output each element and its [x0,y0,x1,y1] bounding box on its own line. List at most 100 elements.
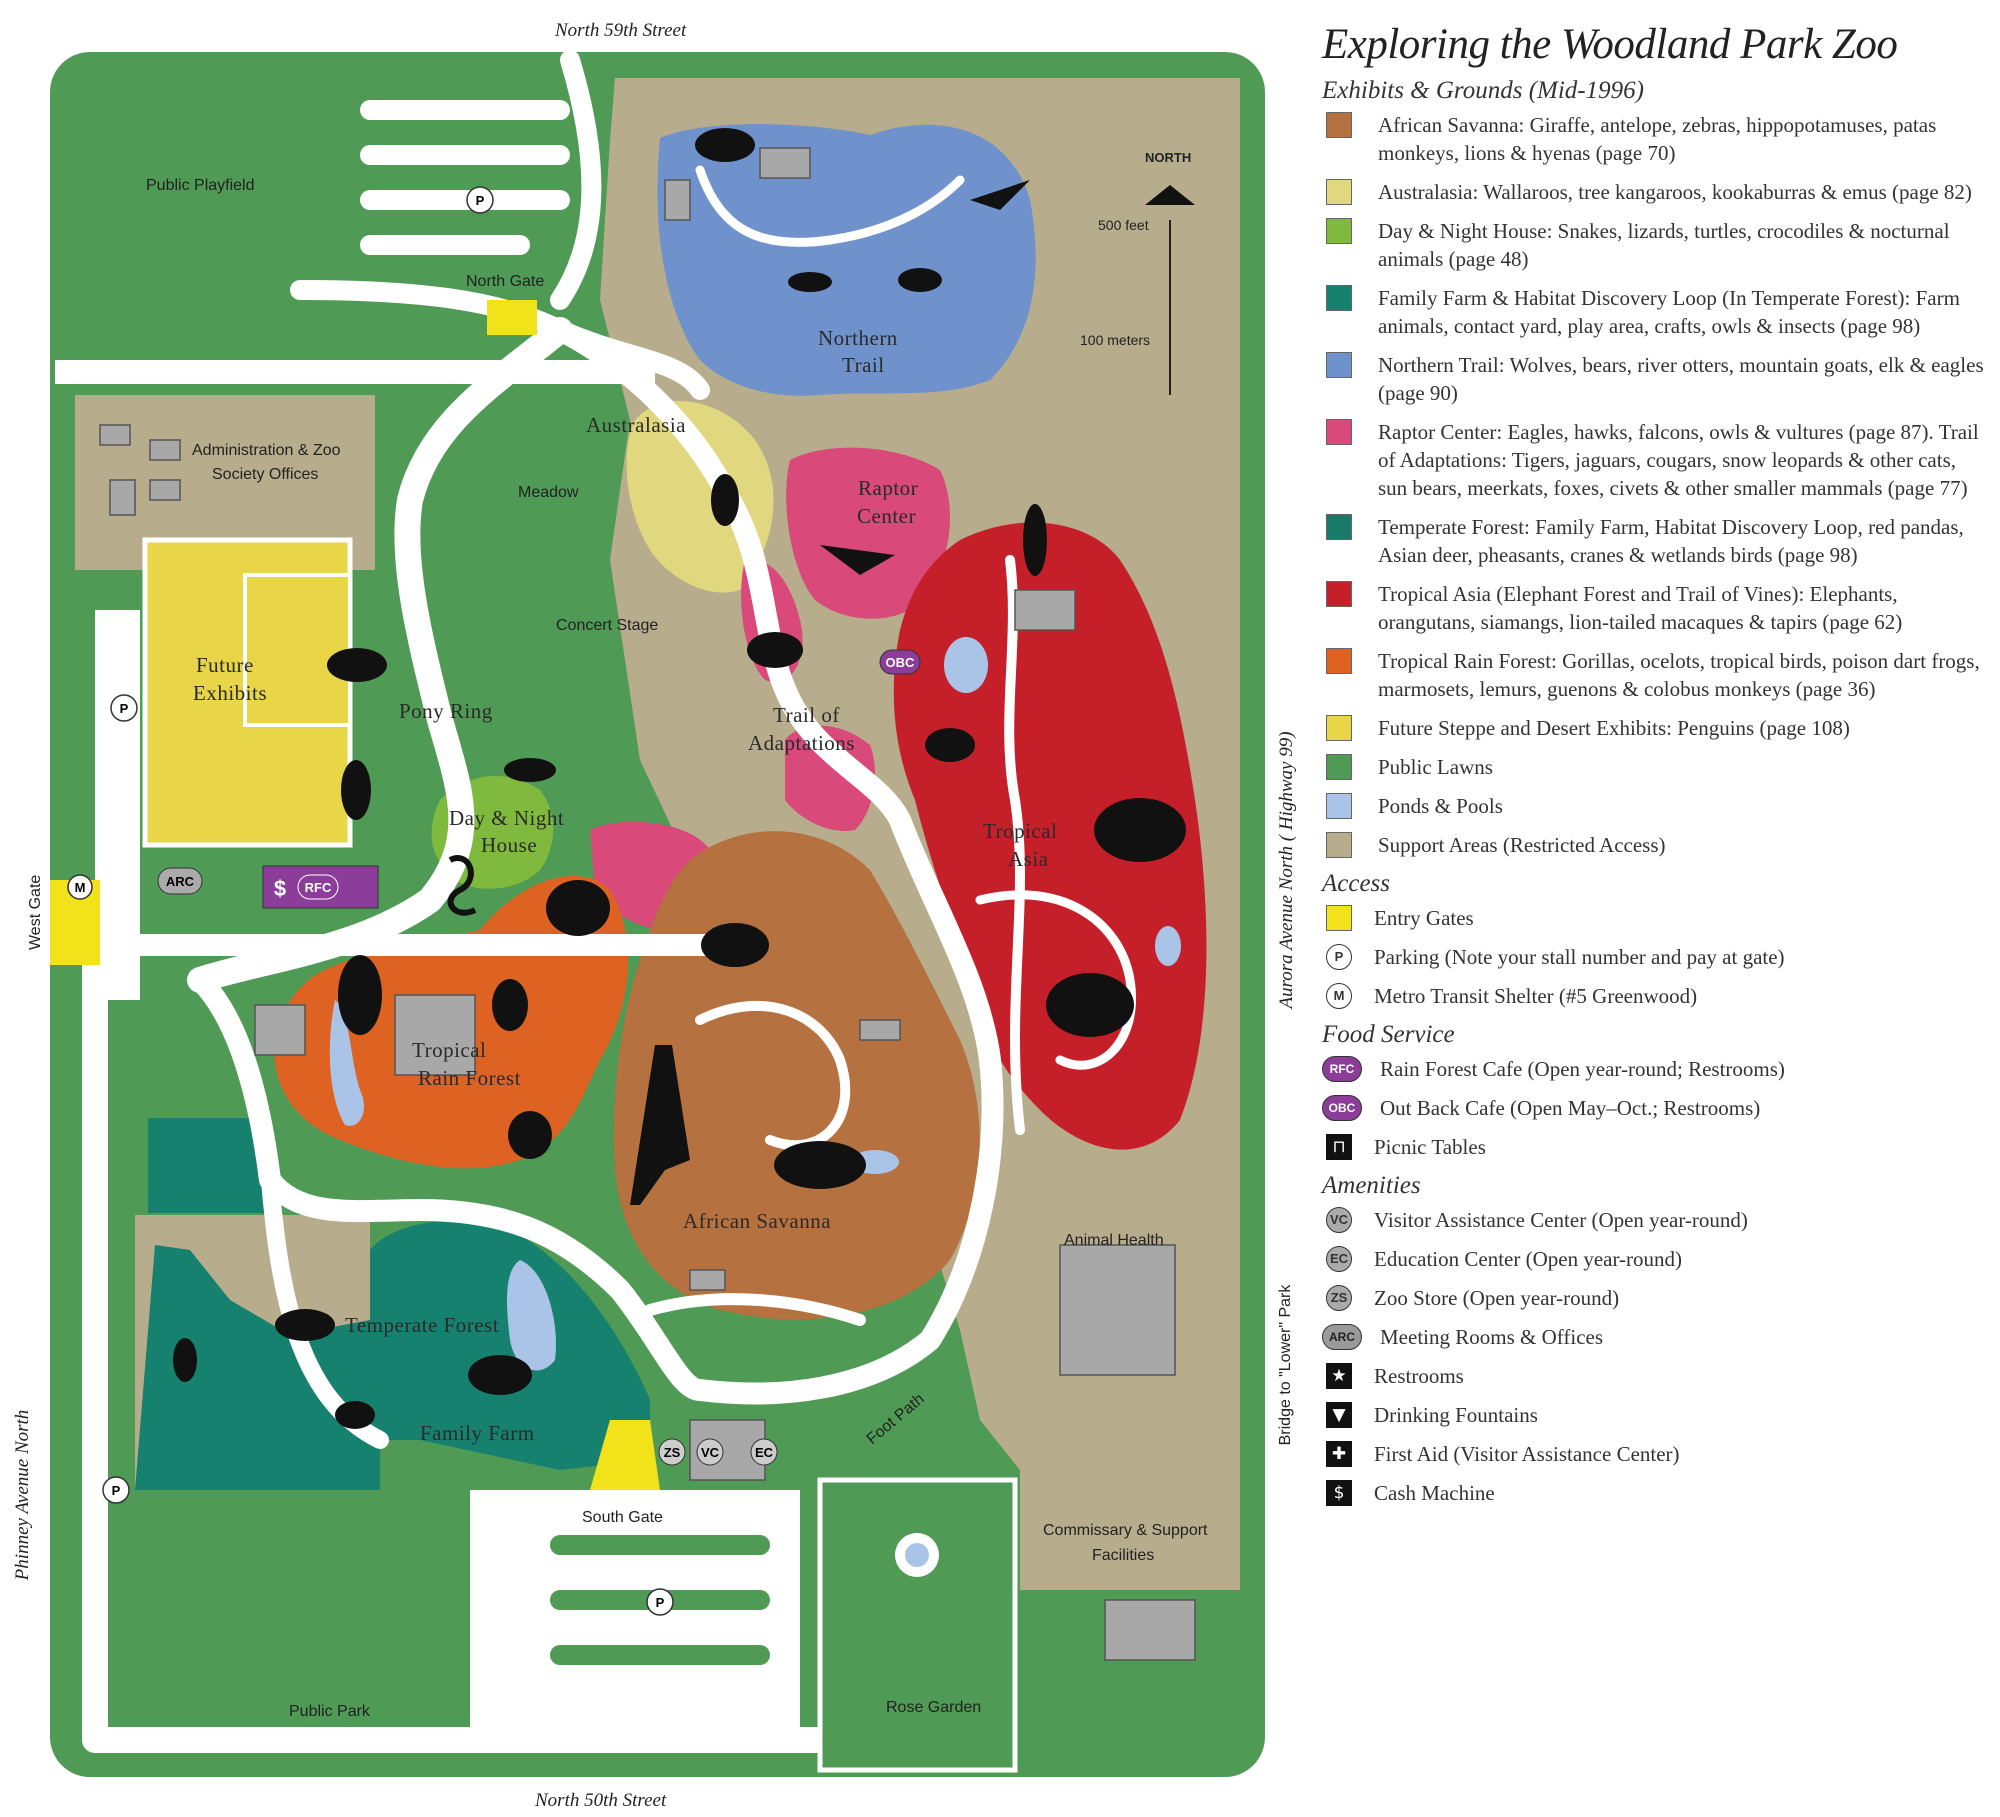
concert-stage-label: Concert Stage [556,617,658,634]
legend-swatch [1326,218,1352,244]
legend-item: Public Lawns [1322,753,1988,781]
legend-item: ▼Drinking Fountains [1322,1401,1988,1429]
rose-garden [817,1477,1018,1773]
legend-text: Temperate Forest: Family Farm, Habitat D… [1378,515,1964,567]
temperate-forest-label: Temperate Forest [345,1313,499,1337]
legend-item: Family Farm & Habitat Discovery Loop (In… [1322,284,1988,340]
legend-text: Day & Night House: Snakes, lizards, turt… [1378,219,1950,271]
exhibits-heading: Exhibits & Grounds (Mid-1996) [1322,77,1644,104]
commissary-label-2: Facilities [1092,1547,1154,1564]
street-north-label: North 59th Street [554,20,687,41]
animal-silhouettes [173,128,1186,1429]
legend-item: P Parking (Note your stall number and pay… [1322,943,1988,971]
legend-swatch [1326,285,1352,311]
temperate-forest-north [148,1118,268,1213]
legend-swatch [1326,419,1352,445]
ec-icon: EC [1322,1245,1356,1273]
south-gate-label: South Gate [582,1509,663,1526]
legend-item: ZS Zoo Store (Open year-round) [1322,1284,1988,1312]
zoo-map[interactable]: North 59th Street North 50th Street Phin… [0,0,1300,1817]
first-aid-icon: ✚ [1322,1440,1356,1468]
vc-icon: VC [1322,1206,1356,1234]
legend-text: Zoo Store (Open year-round) [1374,1286,1620,1310]
raptor-silhouette [820,545,895,575]
legend-item: ★Restrooms [1322,1362,1988,1390]
snake-silhouette [447,855,477,916]
arc-text: ARC [166,874,195,889]
parking-southwest-text: P [112,1483,121,1498]
african-savanna-label: African Savanna [683,1209,831,1233]
north-label: NORTH [1145,150,1191,165]
legend-text: Restrooms [1374,1364,1464,1388]
bridge-label: Bridge to "Lower" Park [1277,1284,1294,1446]
orangutan-silhouette [1023,504,1047,576]
public-playfield-label: Public Playfield [146,177,255,194]
rose-garden-pool [905,1543,929,1567]
bird-silhouette [492,979,528,1031]
metro-icon: M [1322,982,1356,1010]
visitor-center-icon [696,1438,724,1466]
future-label-1: Future [196,653,254,677]
legend-text: Parking (Note your stall number and pay … [1374,945,1785,969]
legend-swatch [1326,581,1352,607]
metro-icon [67,874,93,900]
legend-text: Education Center (Open year-round) [1374,1247,1683,1271]
parking-icon: P [1322,943,1356,971]
street-east-label: Aurora Avenue North ( Highway 99) [1276,731,1297,1010]
gorilla-silhouette [546,880,610,936]
admin-label-1: Administration & Zoo [192,442,341,459]
parking-south-text: P [656,1595,665,1610]
legend-text: Future Steppe and Desert Exhibits: Pengu… [1378,716,1850,740]
zoo-store-icon [658,1438,686,1466]
legend-title: Exploring the Woodland Park Zoo [1322,21,1898,68]
bear-silhouette [695,128,755,162]
west-road [95,610,140,1000]
legend-text: Rain Forest Cafe (Open year-round; Restr… [1380,1057,1785,1081]
australasia-area [626,401,774,593]
legend-item: Raptor Center: Eagles, hawks, falcons, o… [1322,418,1988,502]
bat-silhouette [504,758,556,782]
parking-north-text: P [476,193,485,208]
animal-health-label: Animal Health [1064,1232,1164,1249]
zs-icon: ZS [1322,1284,1356,1312]
future-label-2: Exhibits [193,681,267,705]
map-badges: P P P P M ARC $ RFC OBC ZS VC EC [67,186,921,1616]
ec-text: EC [755,1445,774,1460]
metro-text: M [75,880,86,895]
north-road [55,360,655,384]
legend-text: Family Farm & Habitat Discovery Loop (In… [1378,286,1960,338]
day-night-label-1: Day & Night [449,806,564,830]
legend-text: African Savanna: Giraffe, antelope, zebr… [1378,113,1937,165]
legend-item: $Cash Machine [1322,1479,1988,1507]
wolf-silhouette [788,272,832,292]
rfc-icon: RFC [1322,1055,1362,1083]
pond [329,1000,365,1126]
raptor-center-area [786,447,950,619]
pond [944,637,988,693]
legend-text: Tropical Rain Forest: Gorillas, ocelots,… [1378,649,1980,701]
legend-text: Picnic Tables [1374,1135,1486,1159]
zs-text: ZS [664,1445,681,1460]
north-gate[interactable] [487,300,537,335]
access-heading: Access [1322,870,1391,897]
education-center-icon [750,1438,778,1466]
legend-text: Support Areas (Restricted Access) [1378,833,1666,857]
scale-feet-label: 500 feet [1098,217,1149,233]
tropical-rf-label-1: Tropical [412,1038,486,1062]
obc-text: OBC [886,655,916,670]
rose-garden-label: Rose Garden [886,1699,981,1716]
giraffe-silhouette [630,1045,690,1205]
south-gate[interactable] [590,1420,660,1490]
legend-item: ⊓Picnic Tables [1322,1133,1988,1161]
legend-swatch [1326,648,1352,674]
parking-west-text: P [120,701,129,716]
legend-item: Future Steppe and Desert Exhibits: Pengu… [1322,714,1988,742]
street-west-label: Phinney Avenue North [12,1410,33,1582]
peacock-silhouette [335,1401,375,1429]
legend-text: Drinking Fountains [1374,1403,1538,1427]
day-night-label-2: House [481,833,537,857]
parking-north-icon [466,186,494,214]
